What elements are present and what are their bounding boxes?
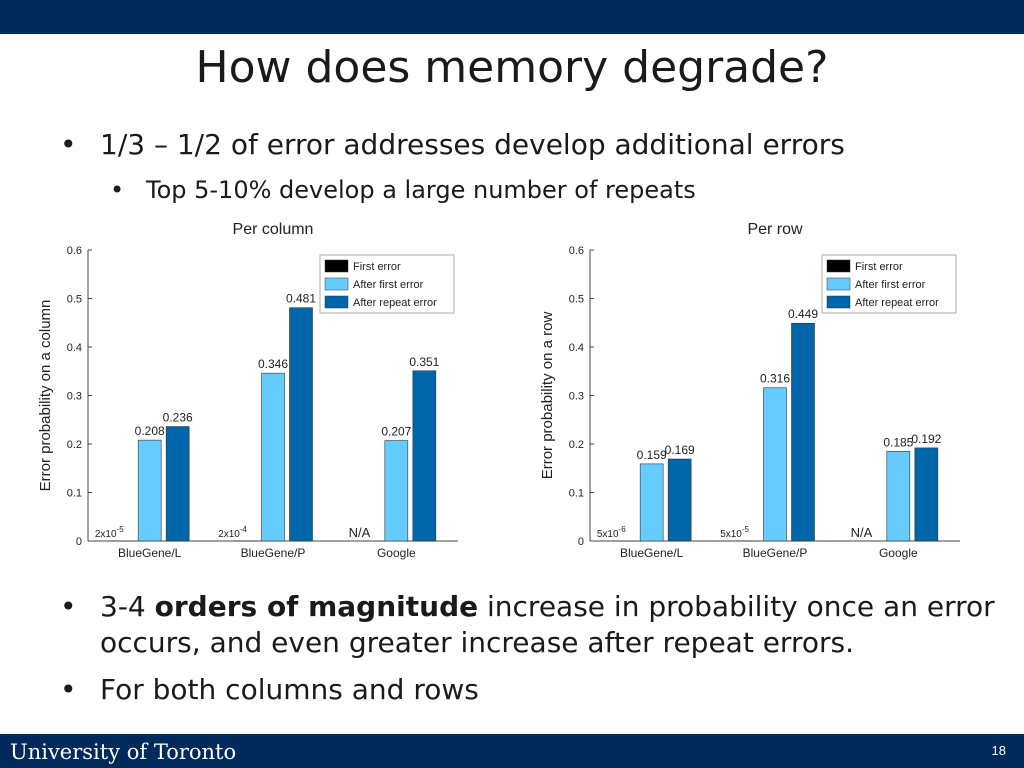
bullet-3-post: increase in probability once an error oc… [100,590,995,659]
c1-data-label-base-1-0: 5x10 [720,529,742,540]
c0-legend-label-0: First error [353,261,401,273]
c0-y-tick-label-0: 0 [76,536,82,548]
c1-data-label-base-2-0: N/A [851,525,873,540]
footer-university: University of Toronto [10,740,237,764]
c1-data-label-1-0: 5x10-5 [720,525,749,540]
c1-bar-1-1 [763,387,787,542]
c0-bar-1-1 [261,372,285,542]
c1-y-tick-label-4: 0.4 [569,342,584,354]
bullet-3-pre: 3-4 [100,590,155,623]
c0-legend-swatch-0 [324,259,349,273]
c1-y-tick-label-0: 0 [578,536,584,548]
bullet-3-text: 3-4 orders of magnitude increase in prob… [100,589,1000,661]
c1-legend-swatch-2 [826,295,851,309]
c1-legend-swatch-1 [826,277,851,291]
c0-bar-2-1 [384,440,409,542]
c0-x-tick-label-1: BlueGene/P [241,546,306,560]
c1-data-label-0-1: 0.159 [637,448,667,462]
c0-data-label-1-1: 0.346 [258,357,288,371]
footer-banner: University of Toronto 18 [0,734,1024,768]
c0-y-tick-label-1: 0.1 [67,488,82,500]
c0-legend-label-2: After repeat error [353,297,437,309]
c0-bar-2-2 [412,370,437,542]
bullet-3-marker: • [60,590,77,623]
bullet-1-marker: • [60,128,77,161]
c0-data-label-0-1: 0.208 [135,424,165,438]
c0-y-tick-label-5: 0.5 [67,294,82,306]
c1-bar-0-2 [667,458,692,542]
c0-bar-0-2 [165,426,190,542]
c0-data-label-exp-1-0: -4 [240,525,248,534]
c0-data-label-base-2-0: N/A [349,525,371,540]
c1-data-label-1-2: 0.449 [788,307,818,321]
c0-y-tick-label-6: 0.6 [67,245,82,257]
c1-bar-1-2 [791,322,815,542]
c0-chart-title: Per column [233,221,314,238]
c1-x-tick-label-0: BlueGene/L [620,546,684,560]
c0-bar-0-1 [137,439,162,542]
c1-y-tick-label-6: 0.6 [569,245,584,257]
bullet-2-text: Top 5-10% develop a large number of repe… [146,176,696,204]
c0-data-label-base-1-0: 2x10 [218,529,240,540]
c1-data-label-1-1: 0.316 [760,372,790,386]
c0-data-label-1-2: 0.481 [286,292,316,306]
c1-y-tick-label-1: 0.1 [569,488,584,500]
c1-x-tick-label-1: BlueGene/P [743,546,808,560]
bullet-3-bold: orders of magnitude [154,590,479,623]
c0-legend-swatch-1 [324,277,349,291]
bullet-4-marker: • [60,673,77,706]
c0-data-label-2-0: N/A [349,525,371,540]
c0-y-tick-label-3: 0.3 [67,391,82,403]
c0-y-tick-label-2: 0.2 [67,439,82,451]
bullet-3: • 3-4 orders of magnitude increase in pr… [60,589,1000,661]
c1-bar-2-2 [914,447,939,542]
c1-legend-label-0: First error [855,261,903,273]
bullet-4: • For both columns and rows [60,672,1000,708]
c1-bar-0-1 [639,463,664,542]
c1-y-tick-label-2: 0.2 [569,439,584,451]
c1-data-label-exp-1-0: -5 [742,525,750,534]
c0-data-label-2-2: 0.351 [409,355,439,369]
c0-x-tick-label-0: BlueGene/L [118,546,182,560]
c1-data-label-0-0: 5x10-6 [597,525,626,540]
c0-y-axis-label: Error probability on a column [37,300,54,492]
c0-data-label-0-2: 0.236 [163,411,193,425]
c0-bar-1-2 [289,307,313,542]
c1-legend-swatch-0 [826,259,851,273]
slide-title: How does memory degrade? [195,42,829,93]
c1-y-tick-label-5: 0.5 [569,294,584,306]
bullet-2-marker: • [110,176,125,204]
c1-data-label-base-0-0: 5x10 [597,529,619,540]
c1-y-tick-label-3: 0.3 [569,391,584,403]
c1-data-label-2-0: N/A [851,525,873,540]
c1-data-label-0-2: 0.169 [665,443,695,457]
c1-y-axis-label: Error probability on a row [539,312,556,480]
bullet-1-text: 1/3 – 1/2 of error addresses develop add… [100,128,845,161]
c1-data-label-2-1: 0.185 [883,435,913,449]
c1-legend-label-1: After first error [855,279,926,291]
c1-bar-2-1 [886,450,911,542]
c0-data-label-base-0-0: 2x10 [95,529,117,540]
c0-y-tick-label-4: 0.4 [67,342,82,354]
c1-chart-title: Per row [747,221,803,238]
top-banner [0,0,1024,34]
bullet-4-text: For both columns and rows [100,673,479,706]
c0-x-tick-label-2: Google [377,546,416,560]
c0-data-label-2-1: 0.207 [381,425,411,439]
c0-data-label-exp-0-0: -5 [117,525,125,534]
page-number: 18 [991,743,1006,758]
c0-data-label-1-0: 2x10-4 [218,525,247,540]
bullet-1: • 1/3 – 1/2 of error addresses develop a… [60,127,1010,163]
c1-x-tick-label-2: Google [879,546,918,560]
c0-legend-swatch-2 [324,295,349,309]
c1-data-label-exp-0-0: -6 [619,525,627,534]
bullet-2: • Top 5-10% develop a large number of re… [110,174,1010,206]
c0-legend-label-1: After first error [353,279,424,291]
c0-data-label-0-0: 2x10-5 [95,525,124,540]
c1-data-label-2-2: 0.192 [911,432,941,446]
c1-legend-label-2: After repeat error [855,297,939,309]
